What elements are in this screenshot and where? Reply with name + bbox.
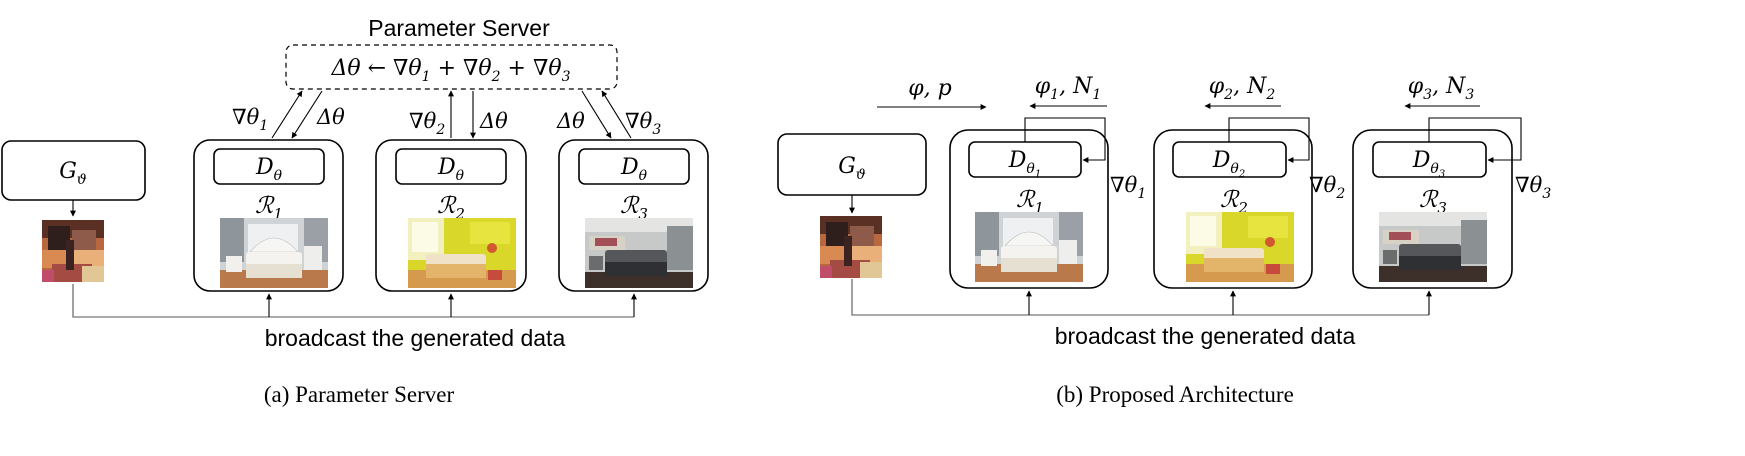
- caption-b: (b) Proposed Architecture: [1056, 382, 1294, 407]
- bedroom-yellow-icon: [1186, 212, 1294, 282]
- worker-b-2: φ2, N2 Dθ2 ℛ2 ∇θ2: [1153, 74, 1345, 289]
- worker-3-grad-arrow: [601, 90, 632, 139]
- parameter-server-box: [285, 44, 618, 90]
- caption-a: (a) Parameter Server: [264, 382, 455, 407]
- worker-3-discriminator: [578, 148, 690, 185]
- worker-3-grad-label: ∇θ3: [625, 109, 661, 138]
- bedroom-gray-icon: [1379, 212, 1487, 282]
- worker-b-1-grad-label: ∇θ1: [1110, 173, 1146, 202]
- bedroom-white-icon: [219, 217, 329, 289]
- worker-2-r-label: ℛ2: [437, 193, 465, 223]
- worker-b-3-grad-label: ∇θ3: [1515, 173, 1551, 202]
- worker-b-3-phi-label: φ3, N3: [1408, 74, 1475, 103]
- worker-1-d-label: Dθ: [255, 155, 283, 184]
- worker-b-2-feedback-arrow: [1228, 117, 1310, 163]
- bedroom-yellow-icon: [408, 218, 516, 288]
- parameter-server-title: Parameter Server: [368, 15, 550, 41]
- bedroom-white-icon: [974, 211, 1084, 283]
- worker-2: Dθ ℛ2: [375, 139, 527, 292]
- worker-2-d-label: Dθ: [437, 155, 465, 184]
- worker-1-discriminator: [213, 148, 325, 185]
- worker-1: Dθ ℛ1: [193, 139, 344, 292]
- generator-label: Gϑ: [59, 159, 87, 188]
- worker-2-grad-label: ∇θ2: [409, 109, 445, 138]
- generated-sample-icon: [42, 220, 104, 282]
- worker-1-grad-label: ∇θ1: [232, 105, 268, 134]
- worker-1-delta-arrow: [291, 90, 323, 139]
- worker-b-3-feedback-arrow: [1428, 117, 1522, 163]
- generated-sample-icon: [820, 216, 882, 278]
- worker-b-3-d-label: Dθ3: [1412, 148, 1445, 180]
- worker-b-1-phi-label: φ1, N1: [1035, 74, 1102, 103]
- panel-b: Gϑ φ, p φ1, N1 Dθ1 ℛ1 ∇θ1 φ2, N2 Dθ2 ℛ2: [777, 74, 1551, 407]
- parameter-server-formula: Δθ ← ∇θ1 + ∇θ2 + ∇θ3: [331, 56, 571, 85]
- worker-b-3-r-label: ℛ3: [1419, 187, 1447, 217]
- param-label: φ, p: [908, 76, 951, 101]
- worker-b-1: φ1, N1 Dθ1 ℛ1 ∇θ1: [949, 74, 1146, 289]
- worker-b-1-d-label: Dθ1: [1008, 148, 1041, 180]
- worker-b-2-phi-label: φ2, N2: [1209, 74, 1276, 103]
- worker-3-r-label: ℛ3: [620, 193, 648, 223]
- worker-b-1-r-label: ℛ1: [1016, 187, 1044, 217]
- broadcast-line: [72, 284, 634, 318]
- broadcast-label-b: broadcast the generated data: [1055, 323, 1356, 349]
- worker-2-delta-label: Δθ: [479, 109, 508, 133]
- broadcast-line-b: [851, 279, 1429, 316]
- worker-3-d-label: Dθ: [620, 155, 648, 184]
- worker-b-2-d-label: Dθ2: [1212, 148, 1245, 180]
- worker-3-delta-label: Δθ: [556, 109, 585, 133]
- generator-label-b: Gϑ: [838, 154, 866, 183]
- worker-3: Dθ ℛ3: [558, 139, 709, 292]
- bedroom-gray-icon: [585, 218, 693, 288]
- worker-1-r-label: ℛ1: [255, 193, 283, 223]
- worker-b-2-grad-label: ∇θ2: [1309, 173, 1345, 202]
- worker-b-1-feedback-arrow: [1024, 117, 1106, 163]
- panel-a: Parameter Server Δθ ← ∇θ1 + ∇θ2 + ∇θ3 Gϑ…: [1, 15, 709, 407]
- worker-b-2-r-label: ℛ2: [1220, 187, 1248, 217]
- worker-2-discriminator: [395, 148, 507, 185]
- worker-b-3: φ3, N3 Dθ3 ℛ3 ∇θ3: [1352, 74, 1551, 289]
- worker-3-delta-arrow: [581, 90, 612, 139]
- broadcast-label: broadcast the generated data: [265, 325, 566, 351]
- worker-1-grad-arrow: [271, 90, 303, 139]
- worker-1-delta-label: Δθ: [316, 105, 345, 129]
